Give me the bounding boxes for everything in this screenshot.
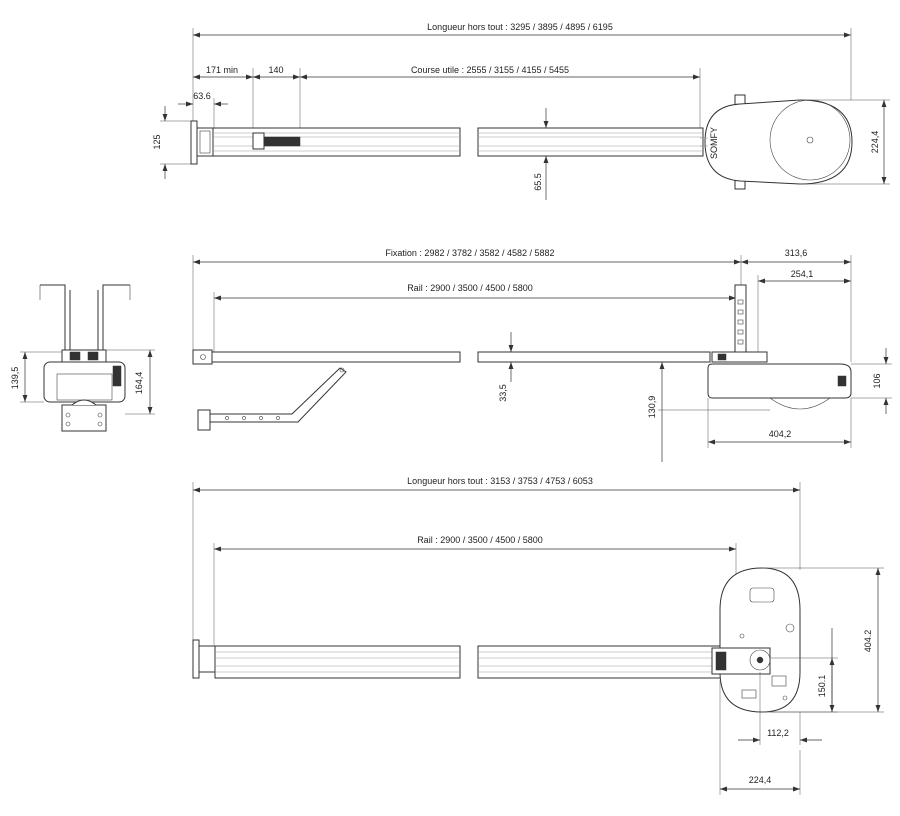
dim-140: 140 [268, 65, 283, 75]
dim-63-6-label: 63.6 [193, 91, 211, 101]
side-motor-head [707, 363, 852, 399]
side-rail [192, 351, 461, 363]
bottom-rail-label: Rail : 2900 / 3500 / 4500 / 5800 [417, 535, 543, 545]
useful-travel-label: Course utile : 2555 / 3155 / 4155 / 5455 [411, 65, 569, 75]
travel-dimensions: 171 min 140 Course utile : 2555 / 3155 /… [193, 65, 701, 133]
bottom-overall-length-label: Longueur hors tout : 3153 / 3753 / 4753 … [407, 476, 593, 486]
bottom-motor-head [711, 567, 801, 713]
dim-313-6-label: 313,6 [785, 248, 808, 258]
side-rail-label: Rail : 2900 / 3500 / 4500 / 5800 [407, 283, 533, 293]
top-view: Longueur hors tout : 3295 / 3895 / 4895 … [152, 22, 890, 200]
side-hanger-bracket [734, 284, 747, 361]
dim-224-4-top-label: 224,4 [870, 131, 880, 154]
top-motor-head: SOMFY [700, 94, 853, 190]
dim-130-9-label: 130,9 [647, 396, 657, 419]
dim-171-min: 171 min [206, 65, 238, 75]
bottom-dim-112-2-label: 112,2 [767, 728, 789, 738]
dim-125: 125 [152, 106, 196, 179]
dim-65-5: 65.5 [533, 108, 549, 200]
fixation-label: Fixation : 2982 / 3782 / 3582 / 4582 / 5… [385, 248, 554, 258]
ceiling-arm [197, 367, 347, 431]
bottom-view: Longueur hors tout : 3153 / 3753 / 4753 … [192, 476, 884, 795]
end-view: 139,5 164,4 [10, 284, 155, 432]
bottom-dim-224-4-label: 224,4 [749, 775, 772, 785]
dim-65-5-label: 65.5 [533, 173, 543, 191]
top-wall-bracket [190, 120, 198, 165]
overall-length-label: Longueur hors tout : 3295 / 3895 / 4895 … [427, 22, 613, 32]
bottom-rail [214, 645, 461, 679]
dim-106-label: 106 [872, 373, 882, 388]
dim-224-4-top: 224,4 [800, 99, 890, 185]
side-view: Fixation : 2982 / 3782 / 3582 / 4582 / 5… [192, 248, 892, 462]
bottom-dim-150-1-label: 150.1 [817, 675, 827, 698]
dim-63-6: 63.6 [178, 91, 228, 128]
bottom-dim-404-2-label: 404.2 [863, 630, 873, 653]
dim-164-4-label: 164,4 [134, 372, 144, 395]
bottom-wall-bracket [192, 639, 200, 679]
dim-125-label: 125 [152, 134, 162, 149]
top-rail [212, 127, 704, 157]
dim-254-1-label: 254,1 [791, 269, 814, 279]
brand-mark: SOMFY [709, 127, 719, 159]
dim-139-5-label: 139,5 [10, 367, 20, 390]
dim-404-2-label: 404,2 [769, 429, 792, 439]
dim-33-5-label: 33,5 [498, 384, 508, 402]
